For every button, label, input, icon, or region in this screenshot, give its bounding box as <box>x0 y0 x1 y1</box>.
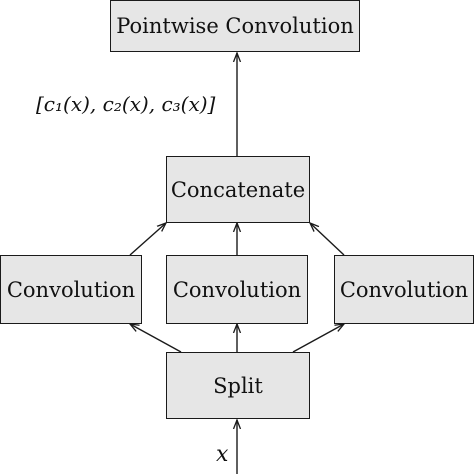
arrow-split-to-conv-left <box>130 324 182 353</box>
convolution-label-left: Convolution <box>6 277 136 302</box>
pointwise-convolution-label: Pointwise Convolution <box>116 14 354 38</box>
convolution-box-left: Convolution <box>0 255 142 324</box>
input-label: x <box>216 442 229 467</box>
convolution-label-right: Convolution <box>339 277 469 302</box>
convolution-box-right: Convolution <box>334 255 474 324</box>
concatenate-label: Concatenate <box>170 177 306 202</box>
convolution-box-middle: Convolution <box>166 255 308 324</box>
concatenate-box: Concatenate <box>166 156 310 223</box>
pointwise-convolution-box: Pointwise Convolution <box>110 0 360 52</box>
split-label: Split <box>213 373 263 398</box>
split-box: Split <box>166 352 310 419</box>
arrow-conv-left-to-concatenate <box>129 223 166 256</box>
arrow-split-to-conv-right <box>292 324 344 353</box>
convolution-label-middle: Convolution <box>172 277 302 302</box>
concat-output-label: [c₁(x), c₂(x), c₃(x)] <box>36 92 216 116</box>
arrow-conv-right-to-concatenate <box>310 223 345 256</box>
